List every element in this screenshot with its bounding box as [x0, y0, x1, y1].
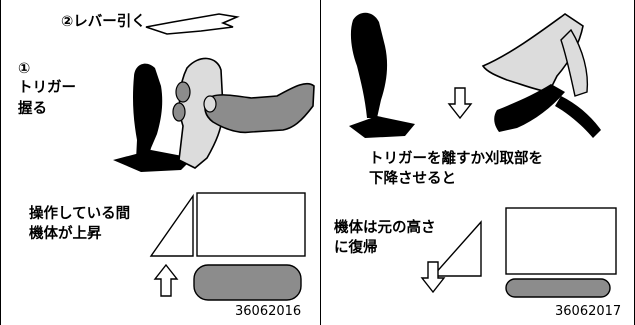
raise-caption-line-2: 機体が上昇: [29, 226, 102, 242]
hand-released: [481, 13, 584, 93]
joystick-black: [133, 63, 163, 160]
lever-pull-label: ②レバー引く: [61, 14, 146, 30]
hand-finger-2: [555, 96, 601, 138]
trigger-step-number: ①: [18, 61, 31, 77]
crawler-track: [193, 264, 302, 301]
figure-code: 36062016: [235, 304, 302, 319]
release-caption-line-1: トリガーを離すか刈取部を: [369, 151, 543, 167]
figure-code: 36062017: [555, 304, 622, 319]
crawler-track: [505, 278, 611, 298]
down-arrow: [447, 87, 473, 120]
trigger-label-line-2: 握る: [18, 101, 47, 117]
panel-return: トリガーを離すか刈取部を 下降させると 機体は元の高さ に復帰 36062017: [321, 0, 635, 325]
down-arrow-lower: [420, 261, 446, 294]
panel-raise: ②レバー引く ① トリガー 握る 操作している間 機体が上昇 36062016: [0, 0, 321, 325]
joystick-base: [113, 150, 193, 172]
joystick-base: [349, 116, 415, 138]
release-caption-line-2: 下降させると: [369, 171, 456, 187]
hand-finger-1: [560, 28, 589, 97]
machine-body-rect: [505, 207, 617, 275]
return-caption-line-2: に復帰: [334, 240, 378, 256]
hand-fingers-dark: [494, 84, 565, 132]
panel-raise-illustration: [113, 13, 315, 301]
lever-pull-arrow: [145, 13, 240, 35]
machine-body-rect: [196, 192, 306, 257]
thumb: [203, 95, 217, 113]
machine-front-triangle: [431, 220, 482, 277]
hand-arm: [204, 82, 315, 134]
return-caption-line-1: 機体は元の高さ: [334, 220, 436, 236]
panel-return-illustration: [349, 12, 617, 298]
trigger-knob-1: [175, 81, 191, 103]
trigger-knob-2: [172, 102, 186, 122]
joystick-black: [350, 12, 388, 118]
trigger-label-line-1: トリガー: [18, 80, 76, 96]
raise-caption-line-1: 操作している間: [29, 206, 131, 222]
machine-front-triangle: [149, 193, 194, 257]
up-arrow: [153, 263, 179, 297]
